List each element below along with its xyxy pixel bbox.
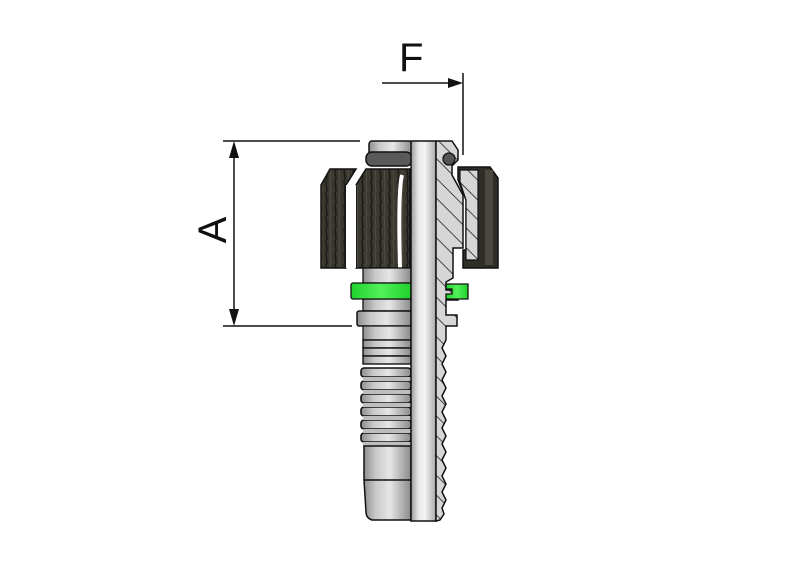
dimension-a <box>223 140 360 327</box>
dimension-f <box>382 73 464 155</box>
body-top <box>365 140 413 167</box>
color-ring <box>350 282 412 300</box>
hose-tail <box>360 325 412 521</box>
section-view <box>435 140 499 522</box>
bore <box>410 140 437 522</box>
nut <box>320 168 411 269</box>
dimension-label-a: A <box>191 216 235 244</box>
dimension-label-f: F <box>399 36 424 80</box>
